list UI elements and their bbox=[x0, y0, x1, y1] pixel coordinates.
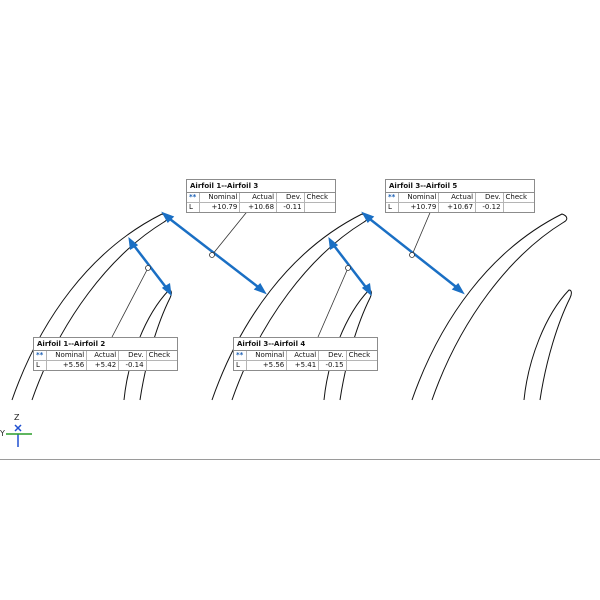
leader-3-5 bbox=[411, 207, 433, 256]
callout-airfoil-1-2[interactable]: Airfoil 1--Airfoil 2 ** Nominal Actual D… bbox=[33, 337, 178, 371]
leader-3-4 bbox=[317, 267, 349, 338]
callout-cell-nominal: +10.79 bbox=[199, 202, 241, 212]
callout-header-nominal: Nominal bbox=[199, 193, 241, 203]
callout-header-nominal: Nominal bbox=[46, 351, 88, 361]
callout-cell-nominal: +10.79 bbox=[398, 202, 440, 212]
callout-header-actual: Actual bbox=[438, 193, 477, 203]
callout-title: Airfoil 3--Airfoil 5 bbox=[386, 180, 534, 193]
callout-header-nominal: Nominal bbox=[398, 193, 440, 203]
callout-cell-actual: +5.41 bbox=[286, 360, 320, 370]
axis-triad bbox=[6, 424, 32, 447]
callout-cell-dev: -0.15 bbox=[318, 360, 347, 370]
callout-cell-actual: +10.68 bbox=[239, 202, 278, 212]
callout-header-check: Check bbox=[304, 193, 335, 203]
callout-cell-check bbox=[503, 203, 534, 213]
callout-header-nominal: Nominal bbox=[246, 351, 288, 361]
callout-cell-check bbox=[346, 361, 377, 371]
callout-cell-type: L bbox=[386, 202, 399, 212]
callout-cell-dev: -0.12 bbox=[475, 202, 504, 212]
callout-cell-type: L bbox=[187, 202, 200, 212]
callout-airfoil-3-5[interactable]: Airfoil 3--Airfoil 5 ** Nominal Actual D… bbox=[385, 179, 535, 213]
callout-header-check: Check bbox=[503, 193, 534, 203]
callout-header-symbol: ** bbox=[386, 193, 399, 203]
callout-header-check: Check bbox=[346, 351, 377, 361]
callout-title: Airfoil 3--Airfoil 4 bbox=[234, 338, 377, 351]
callout-header-dev: Dev. bbox=[118, 351, 147, 361]
callout-cell-actual: +10.67 bbox=[438, 202, 477, 212]
callout-header-dev: Dev. bbox=[475, 193, 504, 203]
callout-header-actual: Actual bbox=[239, 193, 278, 203]
airfoil-6-outline bbox=[523, 289, 572, 401]
callout-cell-type: L bbox=[34, 360, 47, 370]
airfoil-drawing bbox=[6, 207, 572, 447]
callout-header-symbol: ** bbox=[234, 351, 247, 361]
callout-cell-dev: -0.14 bbox=[118, 360, 147, 370]
leader-1-3 bbox=[211, 207, 251, 256]
callout-airfoil-1-3[interactable]: Airfoil 1--Airfoil 3 ** Nominal Actual D… bbox=[186, 179, 336, 213]
airfoil-1-outline bbox=[11, 213, 168, 401]
callout-cell-check bbox=[304, 203, 335, 213]
callout-cell-dev: -0.11 bbox=[276, 202, 305, 212]
callout-cell-nominal: +5.56 bbox=[46, 360, 88, 370]
viewport-bottom-divider bbox=[0, 459, 600, 460]
cad-viewport[interactable] bbox=[0, 0, 600, 460]
callout-header-symbol: ** bbox=[187, 193, 200, 203]
callout-cell-type: L bbox=[234, 360, 247, 370]
callout-header-symbol: ** bbox=[34, 351, 47, 361]
callout-header-dev: Dev. bbox=[276, 193, 305, 203]
callout-cell-actual: +5.42 bbox=[86, 360, 120, 370]
callout-airfoil-3-4[interactable]: Airfoil 3--Airfoil 4 ** Nominal Actual D… bbox=[233, 337, 378, 371]
callout-header-dev: Dev. bbox=[318, 351, 347, 361]
axis-z-label: Z bbox=[14, 413, 20, 422]
callout-cell-nominal: +5.56 bbox=[246, 360, 288, 370]
axis-y-label: Y bbox=[0, 429, 5, 438]
callout-header-actual: Actual bbox=[86, 351, 120, 361]
callout-title: Airfoil 1--Airfoil 3 bbox=[187, 180, 335, 193]
callout-title: Airfoil 1--Airfoil 2 bbox=[34, 338, 177, 351]
airfoil-3-outline bbox=[211, 213, 368, 401]
leader-1-2 bbox=[111, 267, 149, 338]
airfoil-5-outline bbox=[411, 213, 568, 401]
callout-cell-check bbox=[146, 361, 177, 371]
callout-header-actual: Actual bbox=[286, 351, 320, 361]
callout-header-check: Check bbox=[146, 351, 177, 361]
